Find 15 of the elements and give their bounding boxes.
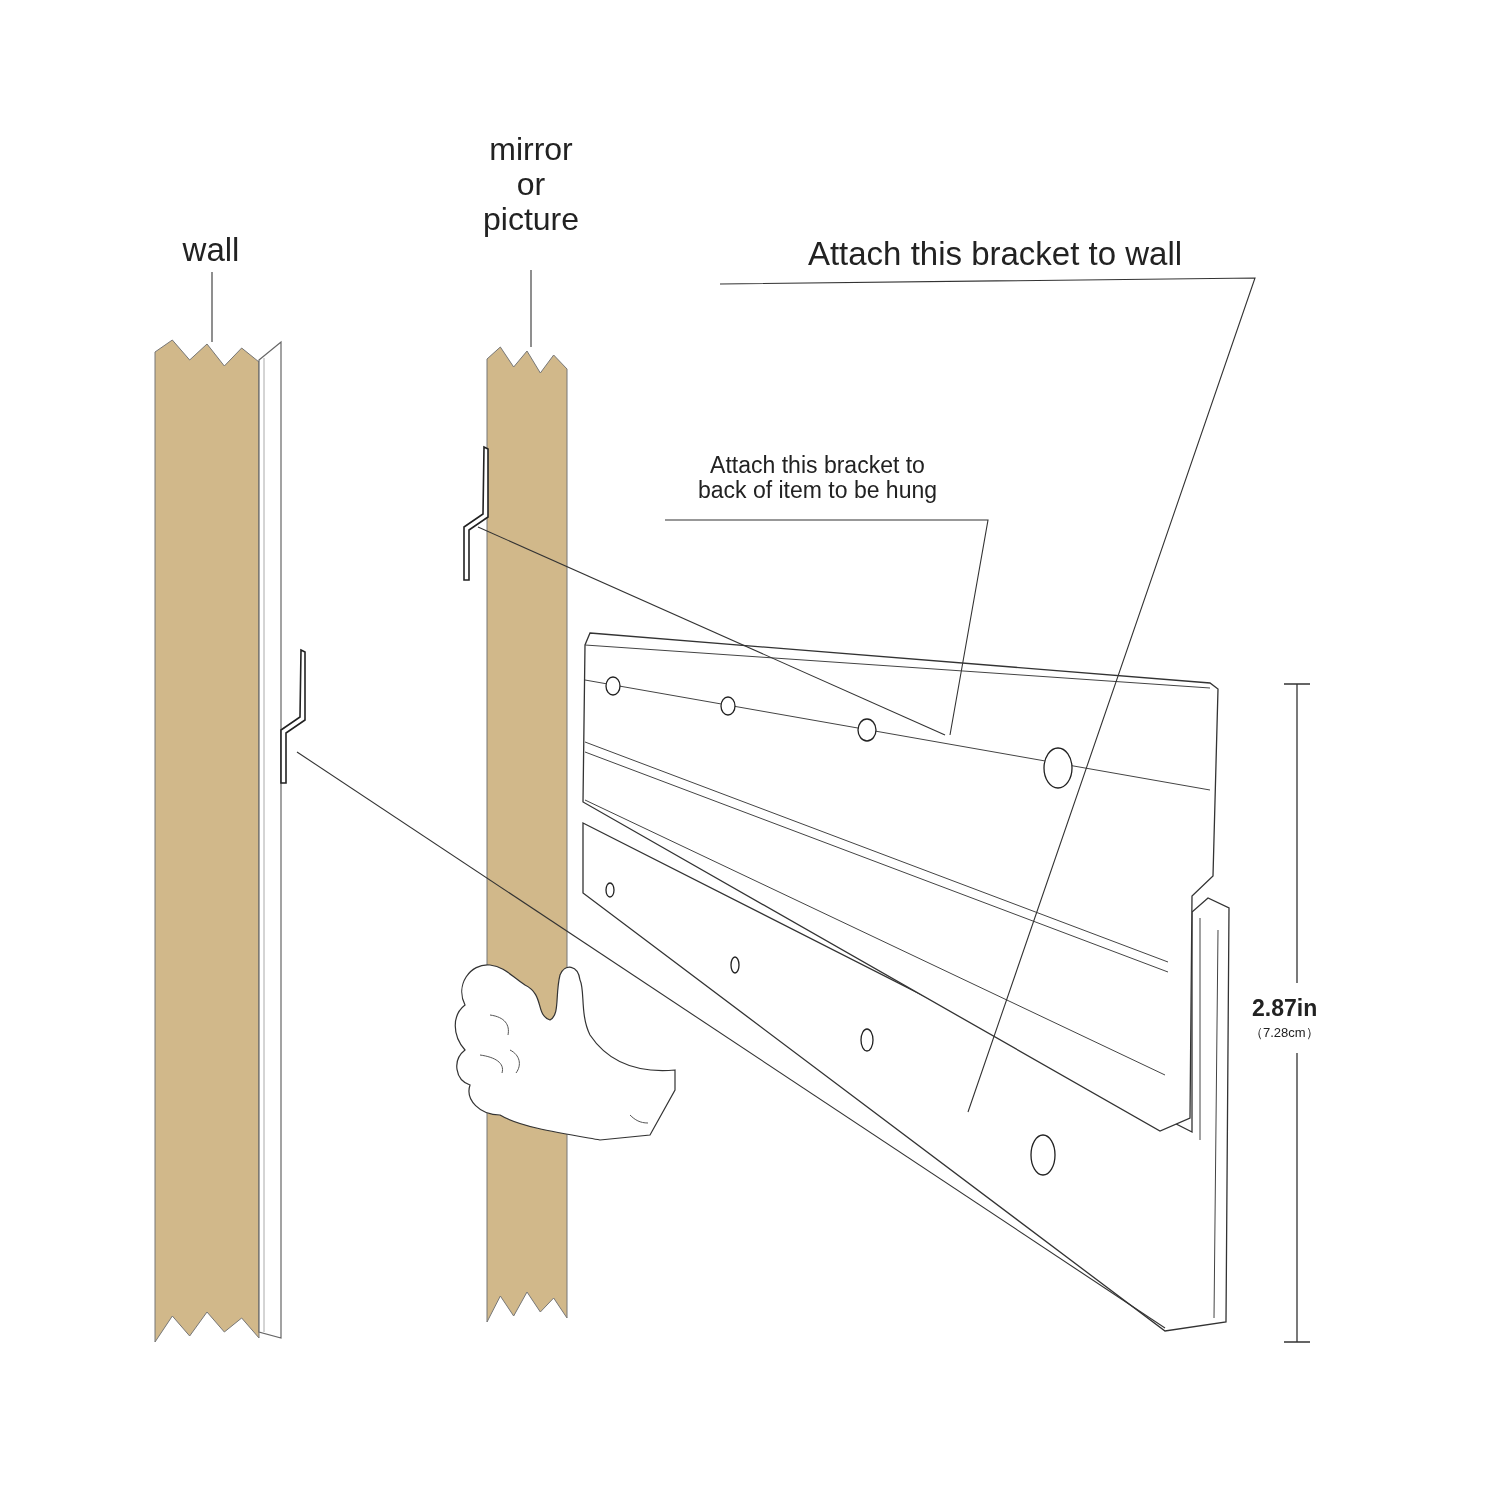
leader-line: [477, 526, 946, 736]
z-bracket: [279, 650, 307, 783]
leader-line: [296, 751, 1166, 1329]
wall-section: [155, 340, 281, 1342]
leader-line: [719, 277, 1256, 1113]
upper-bracket-plate: [583, 632, 1220, 1132]
leader-line: [211, 271, 213, 343]
part-label: mirror or picture: [475, 132, 587, 238]
leader-line: [530, 269, 532, 348]
leader-line: [664, 519, 989, 736]
part-label: wall: [178, 232, 244, 269]
callout-text: Attach this bracket to back of item to be hung: [660, 453, 975, 504]
lower-bracket-plate: [582, 822, 1232, 1334]
callout-text: Attach this bracket to wall: [785, 236, 1205, 273]
z-bracket: [462, 447, 490, 580]
